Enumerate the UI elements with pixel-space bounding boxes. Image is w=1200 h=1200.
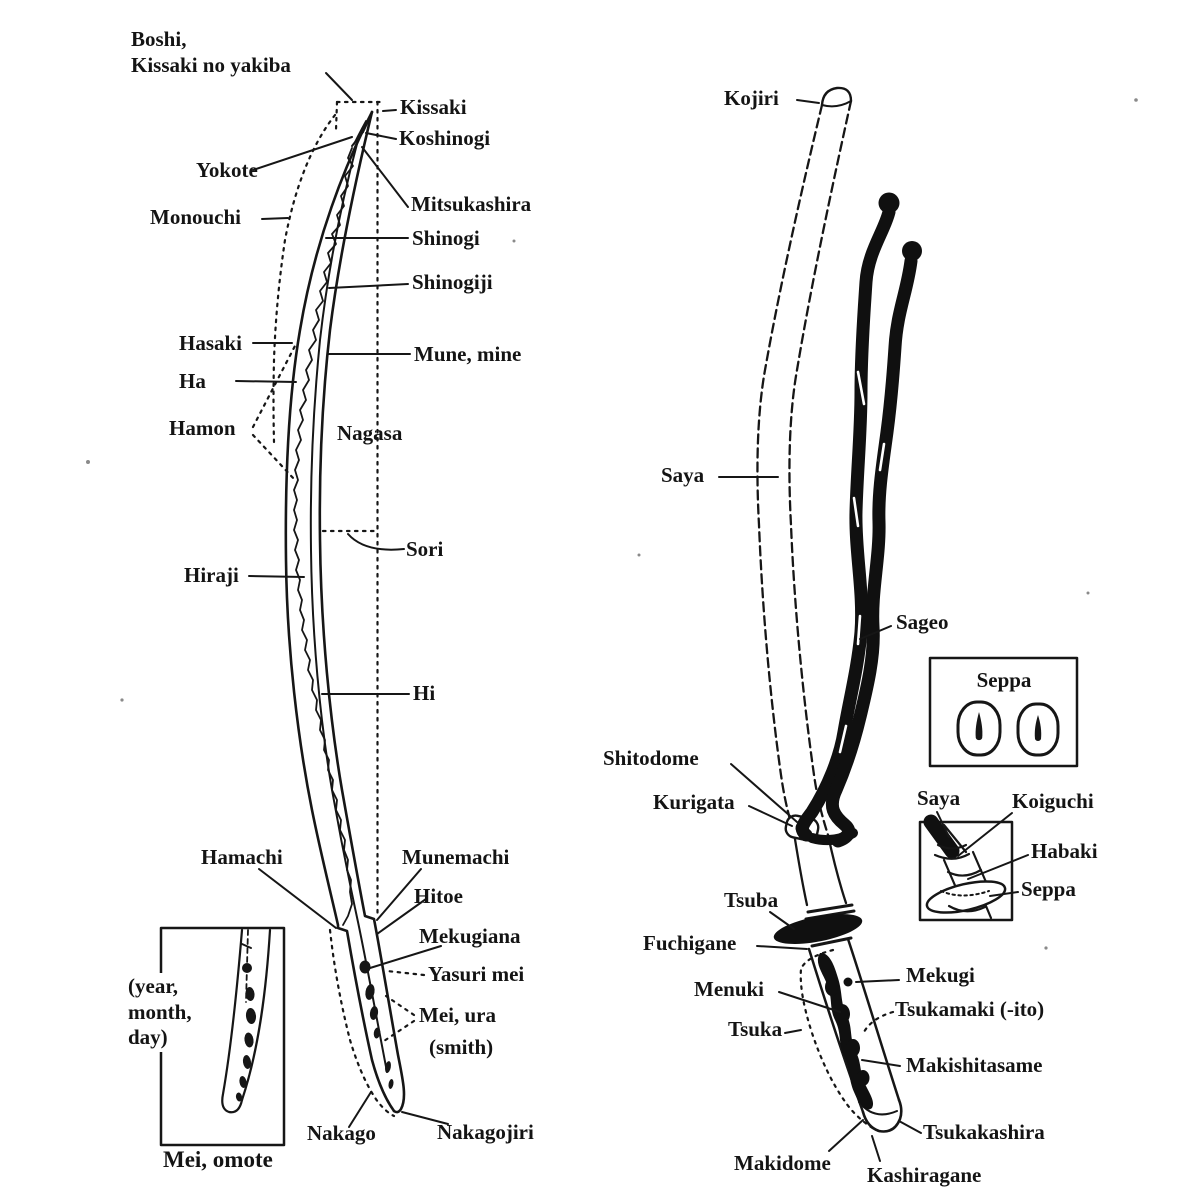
label-mekugi: Mekugi xyxy=(906,963,975,987)
label-shinogiji: Shinogiji xyxy=(412,270,493,294)
label-shitodome: Shitodome xyxy=(603,746,699,770)
label-sageo: Sageo xyxy=(896,610,949,634)
label-date-note: (year, month, day) xyxy=(125,973,195,1052)
mounted-sword-drawing xyxy=(718,86,922,1162)
label-mei-ura-note: (smith) xyxy=(429,1035,494,1059)
label-makidome: Makidome xyxy=(734,1151,831,1175)
label-kashiragane: Kashiragane xyxy=(867,1163,982,1187)
label-saya: Saya xyxy=(661,463,705,487)
label-mei-omote: Mei, omote xyxy=(163,1147,273,1172)
label-hitoe: Hitoe xyxy=(414,884,463,908)
label-hi: Hi xyxy=(413,681,436,705)
seppa-inset-drawing xyxy=(928,656,1079,768)
label-nakagojiri: Nakagojiri xyxy=(437,1120,534,1144)
label-hamachi: Hamachi xyxy=(201,845,283,869)
label-mei-ura: Mei, ura xyxy=(419,1003,496,1027)
bare-blade-drawing xyxy=(235,72,449,1128)
koiguchi-inset-drawing xyxy=(918,811,1029,922)
label-hiraji: Hiraji xyxy=(184,563,239,587)
label-inset-koiguchi: Koiguchi xyxy=(1012,789,1094,813)
label-mitsukashira: Mitsukashira xyxy=(411,192,532,216)
label-tsukamaki: Tsukamaki (-ito) xyxy=(895,997,1045,1021)
label-tsuba: Tsuba xyxy=(724,888,779,912)
label-ha: Ha xyxy=(179,369,206,393)
label-mekugiana: Mekugiana xyxy=(419,924,521,948)
label-mune: Mune, mine xyxy=(414,342,522,366)
label-munemachi: Munemachi xyxy=(402,845,510,869)
label-boshi: Boshi, Kissaki no yakiba xyxy=(131,27,291,77)
label-tsuka: Tsuka xyxy=(728,1017,783,1041)
label-nagasa: Nagasa xyxy=(337,421,403,445)
label-inset-habaki: Habaki xyxy=(1031,839,1098,863)
label-koshinogi: Koshinogi xyxy=(399,126,491,150)
label-inset-saya: Saya xyxy=(917,786,961,810)
label-menuki: Menuki xyxy=(694,977,765,1001)
label-makishitasame: Makishitasame xyxy=(906,1053,1043,1077)
label-tsukakashira: Tsukakashira xyxy=(923,1120,1045,1144)
label-yokote: Yokote xyxy=(196,158,258,182)
label-hamon: Hamon xyxy=(169,416,236,440)
label-kojiri: Kojiri xyxy=(724,86,779,110)
label-kissaki: Kissaki xyxy=(400,95,467,119)
label-yasuri-mei: Yasuri mei xyxy=(428,962,525,986)
label-hasaki: Hasaki xyxy=(179,331,243,355)
label-shinogi: Shinogi xyxy=(412,226,480,250)
label-inset-seppa: Seppa xyxy=(1021,877,1076,901)
label-sori: Sori xyxy=(406,537,444,561)
label-monouchi: Monouchi xyxy=(150,205,242,229)
label-fuchigane: Fuchigane xyxy=(643,931,737,955)
label-nakago: Nakago xyxy=(307,1121,376,1145)
label-seppa-box-title: Seppa xyxy=(976,668,1032,692)
label-kurigata: Kurigata xyxy=(653,790,735,814)
scan-specks xyxy=(86,98,1138,950)
